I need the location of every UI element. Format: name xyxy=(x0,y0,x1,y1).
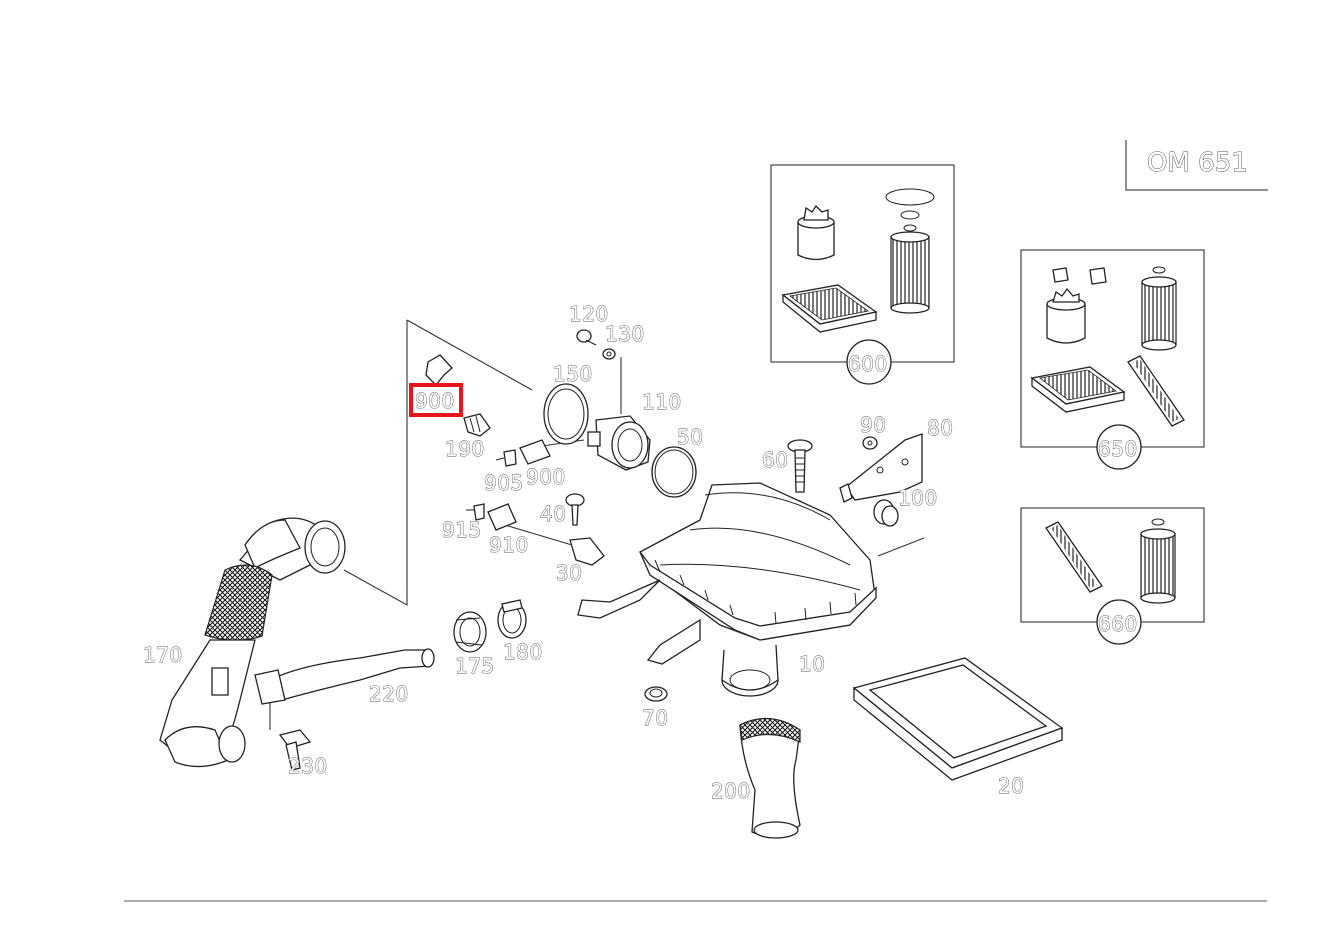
sensor-190[interactable] xyxy=(463,413,491,437)
air-filter-element[interactable] xyxy=(852,657,1064,781)
callout-900-highlighted[interactable]: 900 xyxy=(415,389,455,414)
callout-100[interactable]: 100 xyxy=(898,486,938,511)
grommet-70[interactable] xyxy=(644,686,668,702)
screw-120[interactable] xyxy=(576,329,597,346)
connector-910[interactable] xyxy=(487,503,517,531)
callout-60[interactable]: 60 xyxy=(762,448,789,473)
sensor-30[interactable] xyxy=(569,537,605,566)
screw-40[interactable] xyxy=(565,493,585,526)
callout-110[interactable]: 110 xyxy=(642,390,682,415)
washer-130[interactable] xyxy=(602,348,616,360)
callout-230[interactable]: 230 xyxy=(288,754,328,779)
sleeve-175[interactable] xyxy=(453,611,487,653)
bracket-80[interactable] xyxy=(839,433,923,503)
callout-200[interactable]: 200 xyxy=(711,779,751,804)
charge-hose[interactable] xyxy=(159,517,346,768)
air-filter-panel-icon xyxy=(781,284,878,333)
connector-900b[interactable] xyxy=(519,439,551,465)
callout-40[interactable]: 40 xyxy=(540,502,567,527)
callout-130[interactable]: 130 xyxy=(605,322,645,347)
callout-190[interactable]: 190 xyxy=(445,437,485,462)
callout-30[interactable]: 30 xyxy=(556,561,583,586)
mass-airflow-sensor-110[interactable] xyxy=(543,383,651,471)
kit-label-650: 650 xyxy=(1098,437,1138,461)
bolt-230[interactable] xyxy=(278,729,312,771)
callout-905[interactable]: 905 xyxy=(484,471,524,496)
callout-150[interactable]: 150 xyxy=(553,362,593,387)
plug-915[interactable] xyxy=(466,503,485,521)
callout-220[interactable]: 220 xyxy=(369,682,409,707)
callout-175[interactable]: 175 xyxy=(455,654,495,679)
oil-filter-icon xyxy=(885,188,935,314)
kit-box-650[interactable]: 650 xyxy=(1020,249,1205,470)
connector-900a[interactable] xyxy=(425,354,453,386)
callouts: 10 20 30 40 50 60 70 80 90 100 110 120 1… xyxy=(143,302,1025,804)
bushing-100[interactable] xyxy=(873,499,899,527)
callout-80[interactable]: 80 xyxy=(927,416,954,441)
callout-90[interactable]: 90 xyxy=(860,413,887,438)
kit-label-600: 600 xyxy=(848,352,888,376)
intake-duct[interactable] xyxy=(739,717,801,839)
kit-box-660[interactable]: 660 xyxy=(1020,507,1205,645)
fuel-filter-icon xyxy=(797,204,835,261)
bolt-60[interactable] xyxy=(787,439,813,493)
seal-ring-50[interactable] xyxy=(651,446,697,498)
air-filter-panel-icon xyxy=(1030,366,1126,413)
engine-label: OM 651 xyxy=(1147,148,1248,178)
selected-callout-highlight xyxy=(409,383,463,417)
engine-label-box: OM 651 xyxy=(1125,140,1268,191)
callout-915[interactable]: 915 xyxy=(442,518,482,543)
oil-filter-icon xyxy=(1140,518,1176,604)
callout-910[interactable]: 910 xyxy=(489,533,529,558)
pipe-220[interactable] xyxy=(254,648,435,705)
kit-box-600[interactable]: 600 xyxy=(770,164,955,385)
plug-905[interactable] xyxy=(495,449,517,467)
callout-170[interactable]: 170 xyxy=(143,643,183,668)
fuel-filter-icon xyxy=(1046,287,1086,344)
callout-900[interactable]: 900 xyxy=(526,465,566,490)
air-filter-housing[interactable] xyxy=(577,482,877,697)
callout-50[interactable]: 50 xyxy=(677,425,704,450)
nut-90[interactable] xyxy=(862,436,878,450)
clamp-180[interactable] xyxy=(497,599,527,639)
cabin-filter-icon xyxy=(1045,521,1103,593)
callout-20[interactable]: 20 xyxy=(998,774,1025,799)
cabin-filter-icon xyxy=(1127,355,1185,427)
oil-filter-icon xyxy=(1141,266,1177,351)
callout-180[interactable]: 180 xyxy=(503,640,543,665)
callout-10[interactable]: 10 xyxy=(799,652,826,677)
kit-label-660: 660 xyxy=(1098,612,1138,636)
callout-120[interactable]: 120 xyxy=(569,302,609,327)
callout-70[interactable]: 70 xyxy=(642,706,669,731)
clip-icon xyxy=(1052,267,1107,285)
